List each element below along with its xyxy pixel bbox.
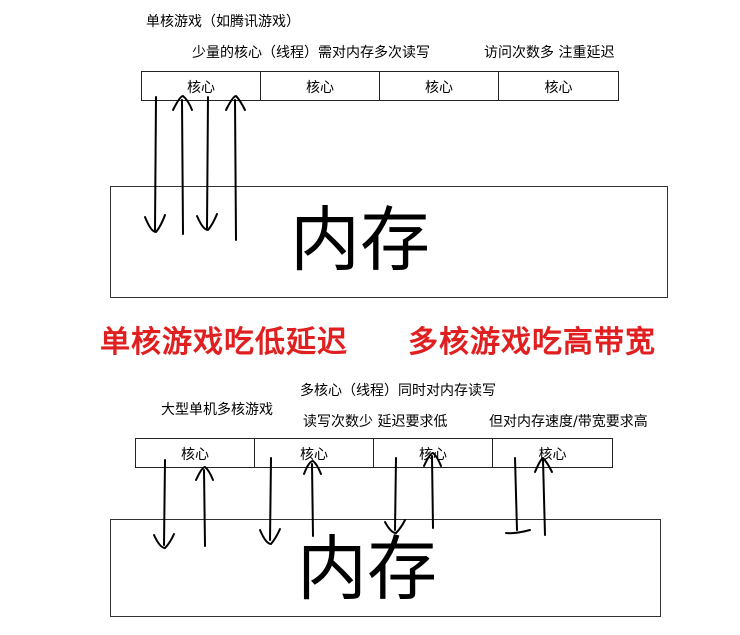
top-core-2: 核心 [261, 71, 380, 101]
bottom-core-1: 核心 [135, 438, 255, 468]
top-description-latency: 访问次数多 注重延迟 [484, 45, 615, 61]
bottom-title: 大型单机多核游戏 [161, 402, 273, 418]
bottom-up-arrow-4 [534, 457, 553, 536]
bottom-down-arrow-2 [259, 457, 281, 545]
bottom-up-arrow-2 [303, 460, 322, 537]
bottom-core-4: 核心 [493, 438, 613, 468]
top-core-3: 核心 [380, 71, 499, 101]
bottom-core-2: 核心 [255, 438, 374, 468]
bottom-memory-label: 内存 [297, 528, 437, 610]
top-down-arrow-2 [196, 96, 218, 231]
bottom-memory-box [110, 519, 661, 617]
top-core-4: 核心 [499, 71, 619, 101]
bottom-description-bandwidth: 但对内存速度/带宽要求高 [489, 414, 648, 430]
bottom-description-concurrent: 多核心（线程）同时对内存读写 [300, 383, 496, 399]
bottom-down-arrow-1 [153, 459, 175, 549]
bottom-down-arrow-4 [505, 457, 531, 535]
top-up-arrow-2 [225, 95, 246, 241]
top-memory-label: 内存 [290, 199, 430, 281]
bottom-up-arrow-3 [423, 452, 442, 529]
top-description-load: 少量的核心（线程）需对内存多次读写 [192, 45, 430, 61]
top-title: 单核游戏（如腾讯游戏） [146, 14, 300, 30]
top-down-arrow-1 [144, 96, 166, 233]
top-core-row: 核心 核心 核心 核心 [141, 71, 619, 101]
top-core-1: 核心 [141, 71, 261, 101]
headline-multi-core: 多核游戏吃高带宽 [408, 325, 656, 360]
top-up-arrow-1 [172, 95, 193, 235]
top-memory-box [110, 186, 668, 298]
bottom-core-3: 核心 [374, 438, 493, 468]
headline-single-core: 单核游戏吃低延迟 [100, 325, 348, 360]
bottom-down-arrow-3 [384, 457, 406, 534]
bottom-description-latency: 读写次数少 延迟要求低 [303, 414, 448, 430]
bottom-up-arrow-1 [195, 466, 214, 547]
bottom-core-row: 核心 核心 核心 核心 [135, 438, 613, 468]
